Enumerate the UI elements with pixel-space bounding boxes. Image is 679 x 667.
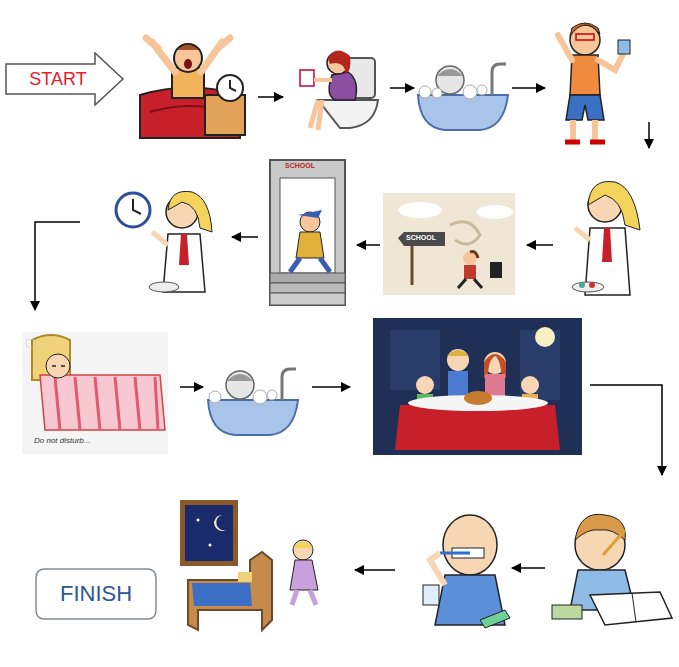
lunch-picture [116,191,212,292]
bath-picture [208,369,298,435]
homework-picture [552,514,672,625]
node-text: FINISH [60,581,132,607]
breakfast-picture [572,181,640,295]
nap-picture: ▢ [22,332,168,454]
dressing-picture [558,23,630,142]
bath-picture [418,64,508,130]
wake-up-picture [140,38,245,138]
walk-to-school-picture [383,193,515,295]
school-door-picture [270,160,345,305]
picture-label: Do not disturb... [34,436,90,445]
finish-box: FINISH [35,568,157,620]
dinner-picture [373,318,582,455]
picture-label: SCHOOL [406,234,436,241]
brushing-teeth-picture [423,515,510,628]
svg-text:▢: ▢ [25,336,35,349]
picture-label: SCHOOL [285,162,315,169]
node-text: START [29,69,86,90]
toilet-picture [300,50,378,130]
bedtime-picture [180,500,318,630]
start-arrow: START [5,52,125,106]
